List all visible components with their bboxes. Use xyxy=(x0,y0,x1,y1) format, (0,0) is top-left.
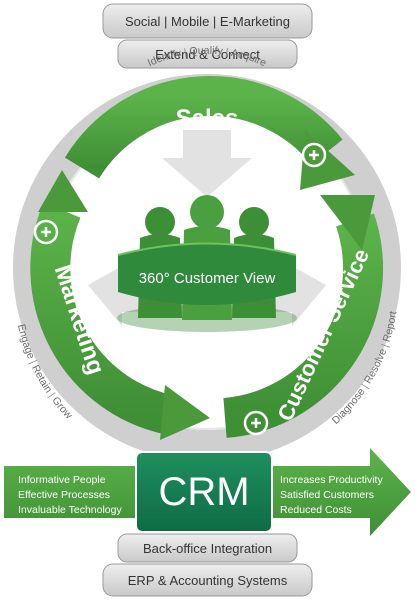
sales-label: Sales xyxy=(176,105,239,132)
customer-service-arc xyxy=(222,213,384,438)
top-channels-text: Social | Mobile | E-Marketing xyxy=(125,14,290,29)
crm-right-item: Satisfied Customers xyxy=(280,489,374,501)
center-view-label: 360° Customer View xyxy=(139,270,276,287)
sales-arc xyxy=(64,76,343,179)
customer-service-arrowhead xyxy=(320,195,375,250)
people-group-icon xyxy=(117,195,297,332)
backoffice-text: Back-office Integration xyxy=(143,541,272,556)
crm-left-item: Invaluable Technology xyxy=(18,504,122,516)
marketing-arrowhead xyxy=(160,385,210,440)
grey-arrow-top xyxy=(162,130,252,197)
extend-connect-text: Extend & Connect xyxy=(155,47,260,62)
crm-left-item: Informative People xyxy=(18,474,106,486)
crm-left-item: Effective Processes xyxy=(18,489,110,501)
customer-service-plus-icon xyxy=(243,410,269,436)
erp-text: ERP & Accounting Systems xyxy=(128,573,288,588)
top-channels-pill: Social | Mobile | E-Marketing xyxy=(102,3,313,39)
crm-box: CRM xyxy=(135,451,273,533)
erp-pill: ERP & Accounting Systems xyxy=(102,563,313,597)
crm-right-item: Increases Productivity xyxy=(280,474,383,486)
marketing-arc xyxy=(30,202,175,435)
crm-right-item: Reduced Costs xyxy=(280,504,352,516)
crm-label: CRM xyxy=(158,470,249,514)
marketing-plus-icon xyxy=(33,219,59,245)
extend-connect-pill: Extend & Connect xyxy=(117,39,298,69)
sales-plus-icon xyxy=(301,142,327,168)
backoffice-pill: Back-office Integration xyxy=(117,533,298,563)
marketing-arrowhead-top xyxy=(38,170,88,212)
